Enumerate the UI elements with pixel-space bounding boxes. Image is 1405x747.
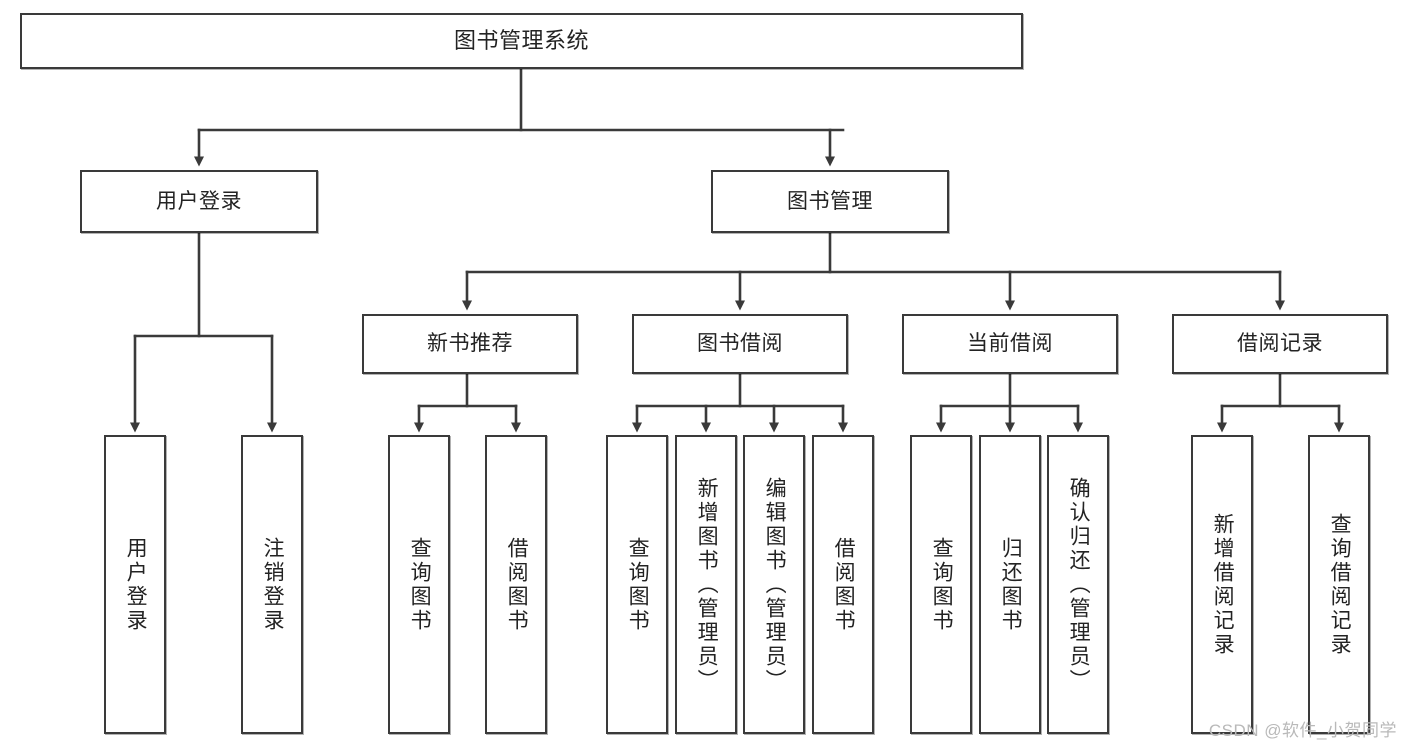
node-label: 新书推荐 (427, 332, 513, 356)
node-label: 查询图书 (408, 536, 432, 633)
node-label: 查询图书 (930, 536, 954, 633)
leaf-confirm-return-admin[interactable]: 确认归还（管理员） (1047, 435, 1109, 734)
leaf-logout-login[interactable]: 注销登录 (241, 435, 303, 734)
leaf-borrow-book-new-recommend[interactable]: 借阅图书 (485, 435, 547, 734)
node-new-book-recommend[interactable]: 新书推荐 (362, 314, 578, 374)
node-label: 用户登录 (124, 536, 148, 633)
node-label: 借阅图书 (832, 536, 856, 633)
node-label: 归还图书 (999, 536, 1023, 633)
node-label: 图书管理 (787, 189, 873, 213)
node-label: 编辑图书（管理员） (763, 476, 787, 693)
node-label: 图书管理系统 (453, 27, 589, 53)
node-label: 查询借阅记录 (1328, 512, 1352, 657)
node-label: 确认归还（管理员） (1067, 476, 1091, 693)
leaf-query-book-new-recommend[interactable]: 查询图书 (388, 435, 450, 734)
leaf-query-book-borrow[interactable]: 查询图书 (606, 435, 668, 734)
leaf-add-book-admin[interactable]: 新增图书（管理员） (675, 435, 737, 734)
leaf-query-borrow-record[interactable]: 查询借阅记录 (1308, 435, 1370, 734)
node-label: 图书借阅 (697, 332, 783, 356)
node-label: 用户登录 (156, 189, 242, 213)
node-book-borrow[interactable]: 图书借阅 (632, 314, 848, 374)
node-label: 借阅记录 (1237, 332, 1323, 356)
node-user-login[interactable]: 用户登录 (80, 170, 318, 233)
node-borrow-records[interactable]: 借阅记录 (1172, 314, 1388, 374)
node-label: 查询图书 (626, 536, 650, 633)
node-label: 新增图书（管理员） (695, 476, 719, 693)
node-label: 借阅图书 (505, 536, 529, 633)
node-current-borrow[interactable]: 当前借阅 (902, 314, 1118, 374)
node-root-book-management-system[interactable]: 图书管理系统 (20, 13, 1023, 69)
leaf-user-login[interactable]: 用户登录 (104, 435, 166, 734)
leaf-return-book[interactable]: 归还图书 (979, 435, 1041, 734)
leaf-edit-book-admin[interactable]: 编辑图书（管理员） (743, 435, 805, 734)
node-label: 新增借阅记录 (1211, 512, 1235, 657)
node-book-management[interactable]: 图书管理 (711, 170, 949, 233)
node-label: 当前借阅 (967, 332, 1053, 356)
leaf-add-borrow-record[interactable]: 新增借阅记录 (1191, 435, 1253, 734)
leaf-query-book-current[interactable]: 查询图书 (910, 435, 972, 734)
leaf-borrow-book-borrow[interactable]: 借阅图书 (812, 435, 874, 734)
node-label: 注销登录 (261, 536, 285, 633)
